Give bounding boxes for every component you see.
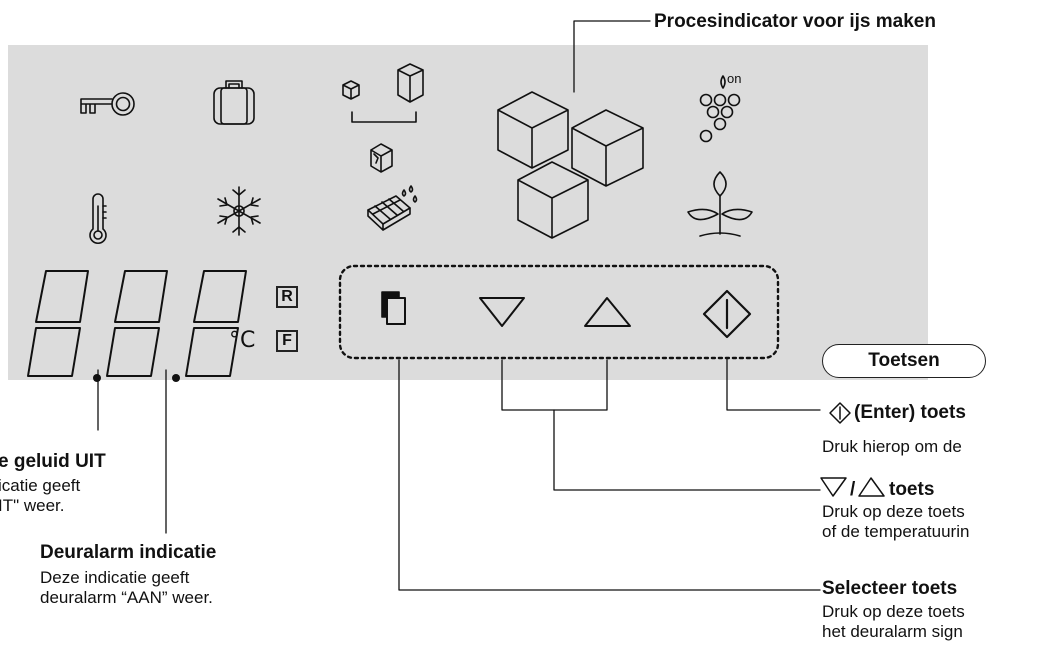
door-alarm-title: Deuralarm indicatie xyxy=(40,542,217,563)
ice-size-icon xyxy=(342,63,424,123)
display-panel xyxy=(8,45,928,380)
indicator-r: R xyxy=(276,286,298,308)
down-small-icon xyxy=(820,477,847,497)
leader-lines xyxy=(97,20,821,591)
door-alarm-desc-1: Deze indicatie geeft xyxy=(40,568,190,587)
thermometer-icon xyxy=(89,193,107,244)
door-alarm-desc-2: deuralarm “AAN” weer. xyxy=(40,588,213,607)
suitcase-icon xyxy=(213,80,255,125)
down-key-icon[interactable] xyxy=(479,297,525,327)
keys-badge: Toetsen xyxy=(822,344,986,378)
celsius-unit: °C xyxy=(229,328,256,353)
sound-off-title: e geluid UIT xyxy=(0,451,106,472)
key-icon xyxy=(80,92,135,116)
updown-key-title: toets xyxy=(889,479,935,500)
select-key-icon[interactable] xyxy=(381,291,406,325)
crushed-ice-icon xyxy=(370,143,393,173)
wine-on-label: on xyxy=(727,71,742,86)
enter-key-icon[interactable] xyxy=(702,289,752,339)
plant-icon xyxy=(687,171,753,237)
button-area-outline xyxy=(338,264,780,360)
big-ice-cubes-icon xyxy=(497,91,644,239)
up-small-icon xyxy=(858,477,885,497)
sound-off-desc-1: icatie geeft xyxy=(0,476,81,495)
select-desc-1: Druk op deze toets xyxy=(822,602,965,621)
updown-desc-2: of de temperatuurin xyxy=(822,522,970,541)
ice-tray-icon xyxy=(367,185,418,231)
seven-segment-display xyxy=(27,270,247,377)
process-indicator-title: Procesindicator voor ijs maken xyxy=(654,11,936,32)
grapes-icon xyxy=(699,75,741,143)
enter-key-title: (Enter) toets xyxy=(854,402,966,423)
up-key-icon[interactable] xyxy=(584,297,631,327)
updown-slash: / xyxy=(850,479,856,500)
select-desc-2: het deuralarm sign xyxy=(822,622,963,641)
indicator-f: F xyxy=(276,330,298,352)
snowflake-icon xyxy=(217,186,261,236)
select-key-title: Selecteer toets xyxy=(822,578,958,599)
enter-small-icon xyxy=(829,402,851,424)
enter-key-desc: Druk hierop om de xyxy=(822,437,962,456)
updown-desc-1: Druk op deze toets xyxy=(822,502,965,521)
sound-off-desc-2: IT" weer. xyxy=(0,496,65,515)
